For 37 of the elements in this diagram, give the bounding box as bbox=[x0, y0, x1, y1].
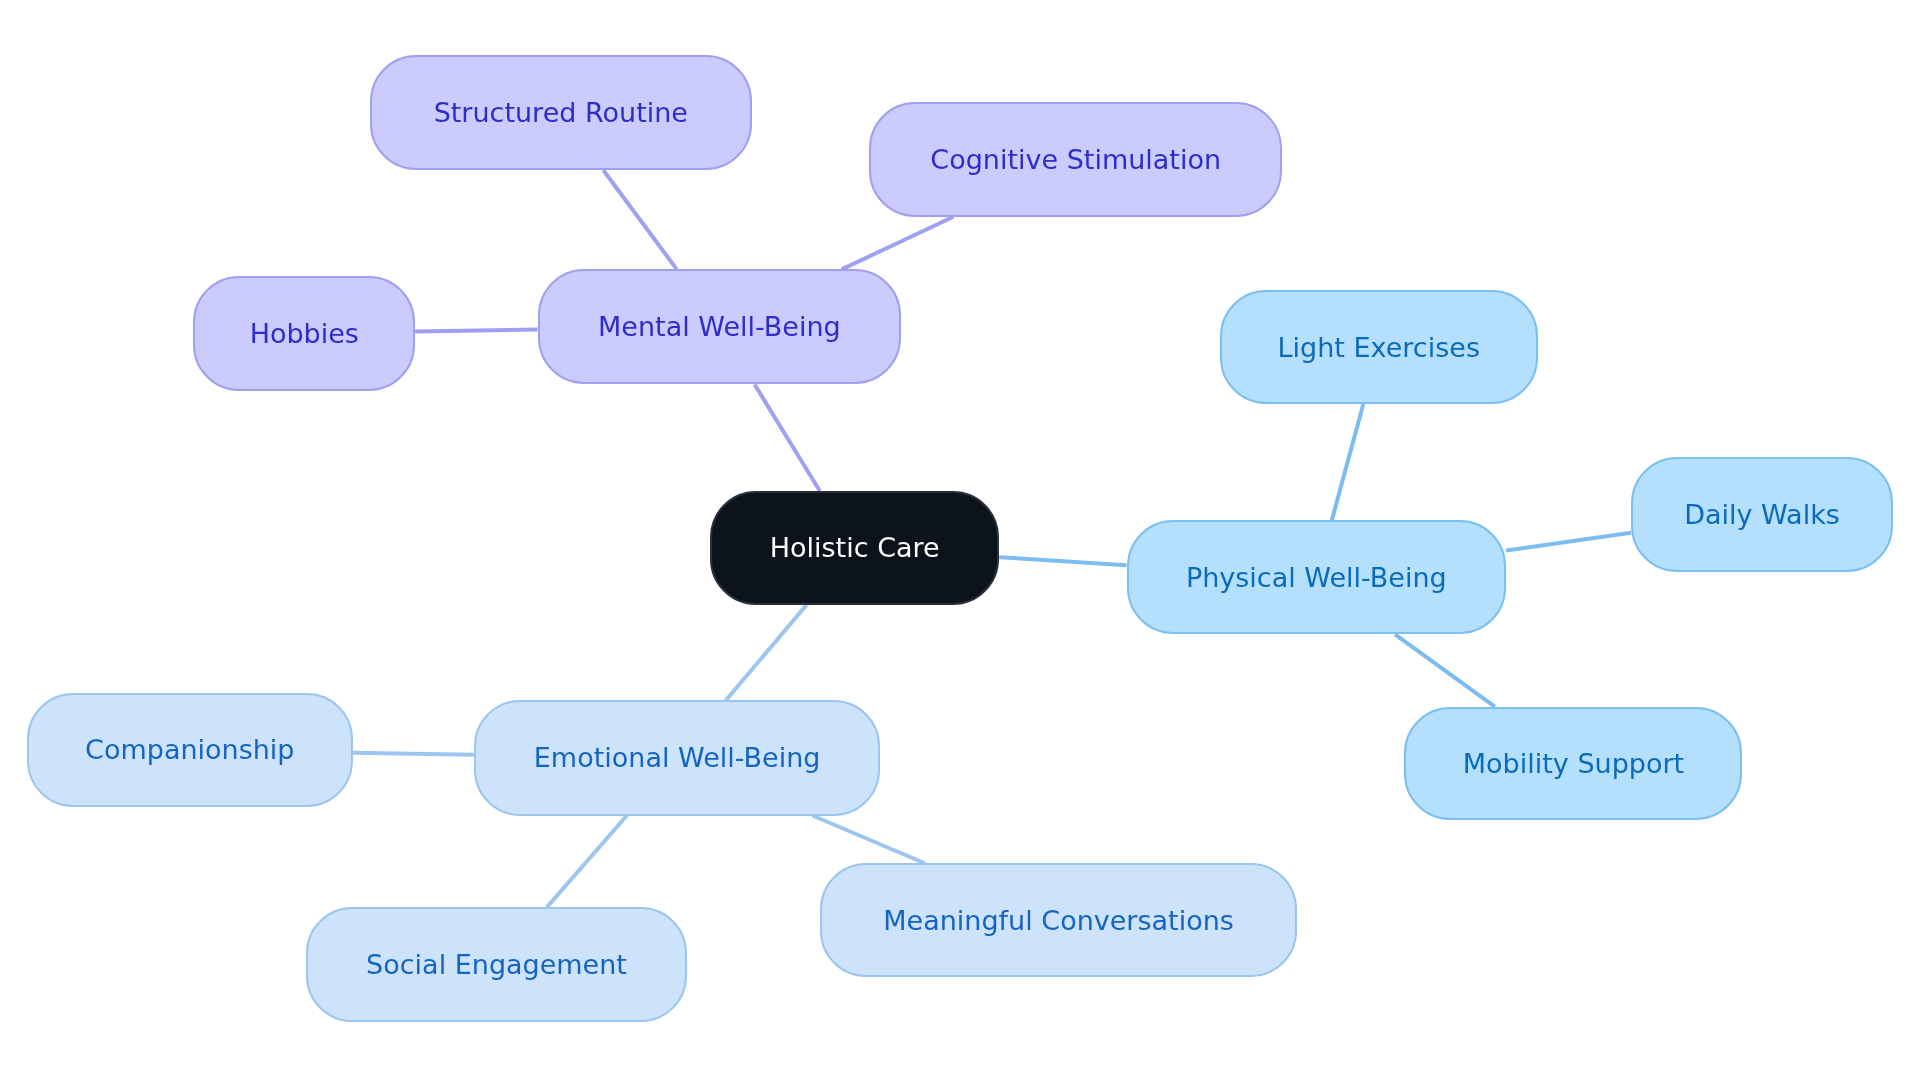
topic-node bbox=[26, 693, 353, 807]
topic-node bbox=[1404, 706, 1743, 821]
topic-node bbox=[473, 700, 881, 816]
topic-node bbox=[1219, 290, 1538, 405]
topic-node bbox=[869, 101, 1282, 217]
topic-node bbox=[193, 275, 416, 391]
connector-line bbox=[601, 169, 679, 271]
topic-node bbox=[1631, 456, 1894, 572]
node-label: Light Exercises bbox=[1277, 331, 1480, 363]
topic-node bbox=[1126, 520, 1507, 635]
connector-line bbox=[545, 814, 629, 909]
node-label: Meaningful Conversations bbox=[883, 904, 1234, 936]
connector-line bbox=[811, 813, 926, 866]
topic-node bbox=[710, 491, 1000, 605]
connector-line bbox=[1329, 403, 1366, 521]
connector-line bbox=[352, 750, 474, 757]
topic-node bbox=[820, 863, 1297, 978]
node-label: Mental Well-Being bbox=[598, 311, 841, 343]
node-label: Hobbies bbox=[249, 317, 359, 349]
topic-node bbox=[369, 55, 752, 171]
node-label: Mobility Support bbox=[1462, 747, 1685, 779]
node-label: Emotional Well-Being bbox=[533, 742, 821, 774]
connector-line bbox=[415, 327, 538, 334]
node-label: Holistic Care bbox=[769, 532, 940, 564]
node-label: Cognitive Stimulation bbox=[930, 143, 1222, 175]
connector-line bbox=[840, 214, 955, 272]
connector-line bbox=[1505, 530, 1632, 553]
topic-node bbox=[306, 907, 687, 1023]
node-label: Social Engagement bbox=[366, 949, 627, 981]
connector-line bbox=[752, 383, 822, 493]
node-label: Physical Well-Being bbox=[1185, 561, 1447, 593]
node-label: Companionship bbox=[85, 734, 295, 766]
node-label: Structured Routine bbox=[433, 97, 688, 129]
node-label: Daily Walks bbox=[1684, 498, 1840, 530]
connector-line bbox=[1393, 632, 1496, 709]
connector-line bbox=[724, 603, 809, 702]
connector-line bbox=[999, 555, 1127, 568]
